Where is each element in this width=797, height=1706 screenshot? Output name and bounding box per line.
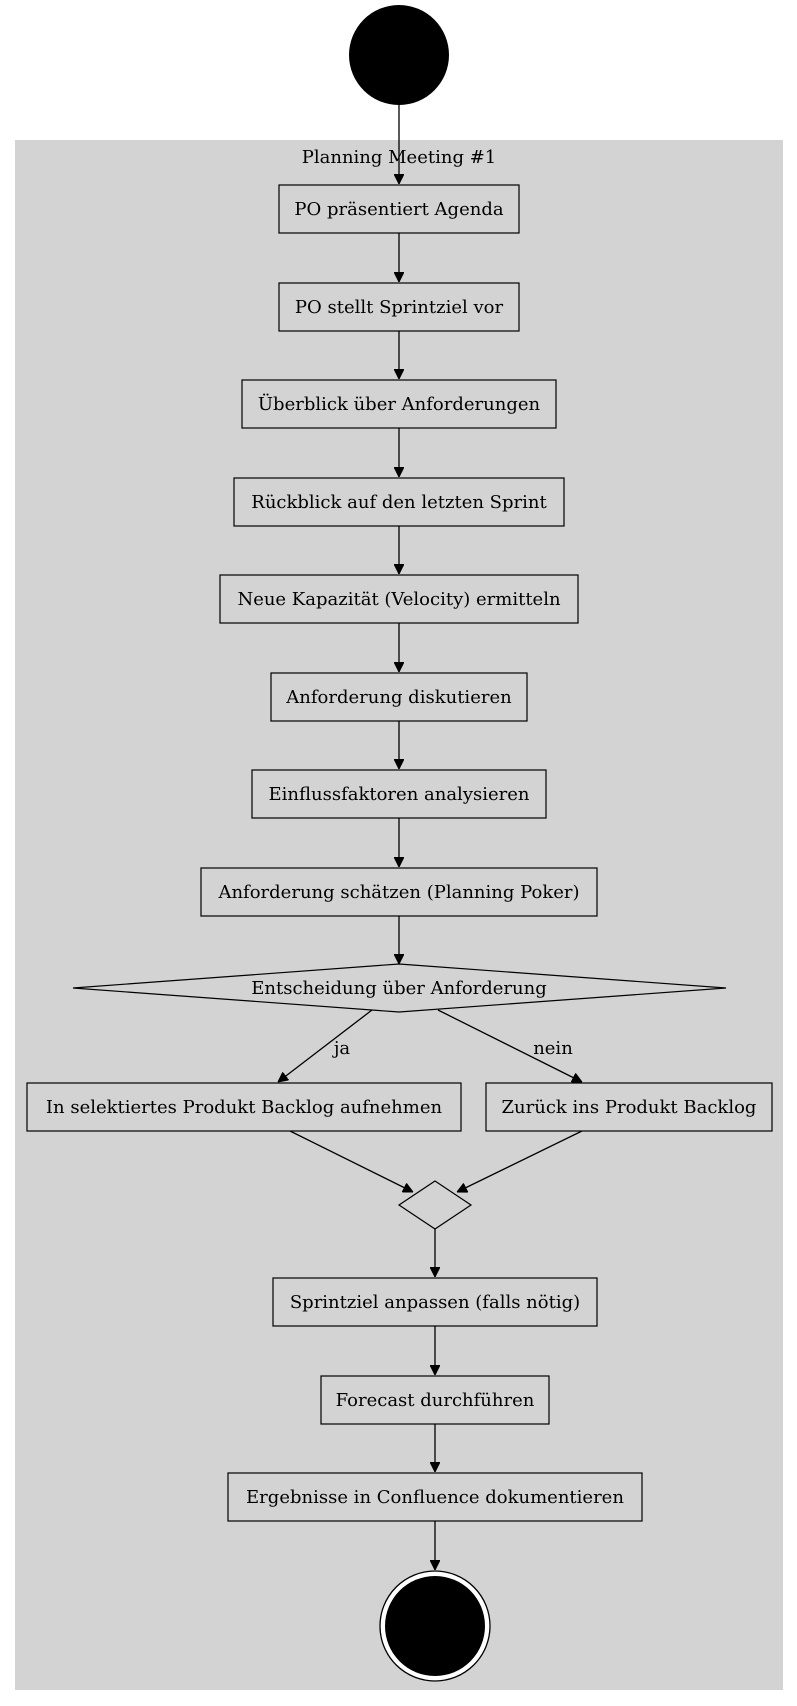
node-label: Einflussfaktoren analysieren — [269, 784, 530, 805]
node-label: Überblick über Anforderungen — [258, 392, 541, 415]
node-zurueck: Zurück ins Produkt Backlog — [485, 1082, 773, 1132]
node-label: Ergebnisse in Confluence dokumentieren — [246, 1487, 624, 1508]
edge-label-nein: nein — [533, 1038, 573, 1059]
end-node — [379, 1570, 491, 1682]
node-label: Sprintziel anpassen (falls nötig) — [290, 1292, 580, 1313]
node-einfluss: Einflussfaktoren analysieren — [251, 769, 547, 819]
decision-node: Entscheidung über Anforderung — [72, 963, 727, 1013]
edge-entscheidung-to-aufnehmen — [278, 1009, 373, 1082]
node-po-agenda: PO präsentiert Agenda — [278, 184, 520, 234]
node-label: PO stellt Sprintziel vor — [295, 297, 504, 318]
merge-node — [397, 1180, 473, 1230]
node-kapazitaet: Neue Kapazität (Velocity) ermitteln — [219, 574, 579, 624]
node-aufnehmen: In selektiertes Produkt Backlog aufnehme… — [26, 1082, 462, 1132]
node-label: In selektiertes Produkt Backlog aufnehme… — [46, 1097, 443, 1118]
start-node — [349, 5, 449, 105]
node-schaetzen: Anforderung schätzen (Planning Poker) — [200, 867, 598, 917]
node-forecast: Forecast durchführen — [320, 1375, 550, 1425]
node-label: Anforderung schätzen (Planning Poker) — [217, 882, 579, 903]
node-label: Forecast durchführen — [336, 1390, 535, 1411]
node-label: PO präsentiert Agenda — [294, 199, 503, 220]
node-diskutieren: Anforderung diskutieren — [270, 672, 528, 722]
edges — [278, 105, 582, 1570]
edge-aufnehmen-to-merge — [289, 1130, 413, 1193]
node-label: Zurück ins Produkt Backlog — [502, 1097, 757, 1118]
node-dokumentieren: Ergebnisse in Confluence dokumentieren — [227, 1472, 643, 1522]
decision-label: Entscheidung über Anforderung — [251, 978, 547, 999]
edge-entscheidung-to-zurueck — [437, 1009, 582, 1083]
node-rueckblick: Rückblick auf den letzten Sprint — [233, 477, 565, 527]
node-po-sprintziel: PO stellt Sprintziel vor — [278, 282, 520, 332]
node-label: Rückblick auf den letzten Sprint — [251, 492, 547, 513]
node-label: Anforderung diskutieren — [285, 687, 512, 708]
node-ueberblick: Überblick über Anforderungen — [241, 379, 557, 429]
node-label: Neue Kapazität (Velocity) ermitteln — [237, 589, 561, 610]
edge-label-ja: ja — [332, 1038, 351, 1059]
node-anpassen: Sprintziel anpassen (falls nötig) — [272, 1277, 598, 1327]
edge-zurueck-to-merge — [457, 1130, 583, 1192]
